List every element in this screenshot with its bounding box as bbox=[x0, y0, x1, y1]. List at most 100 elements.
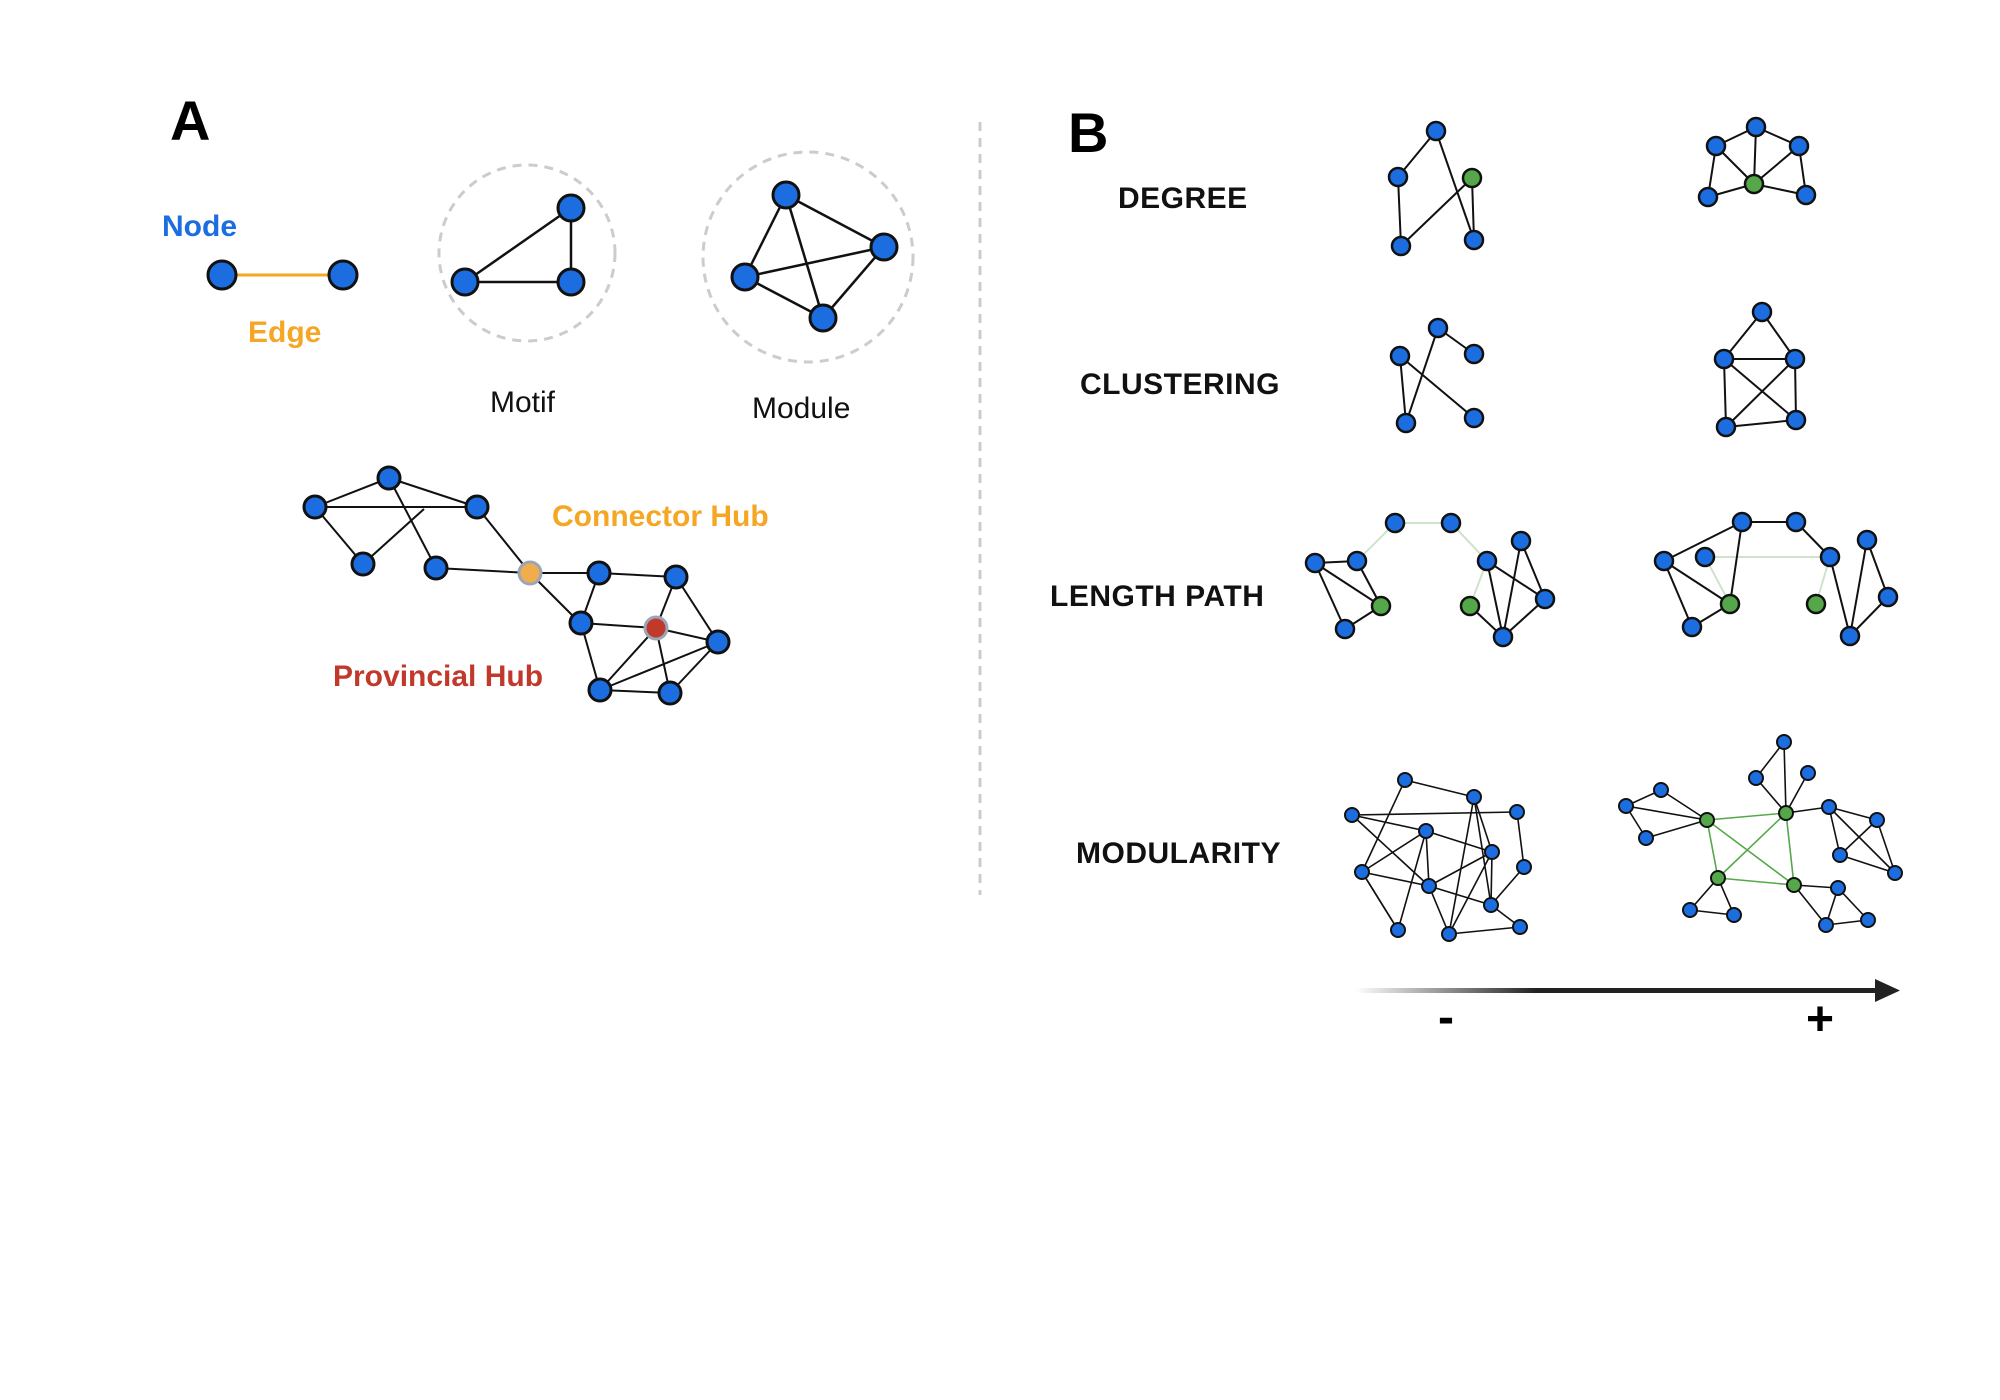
node bbox=[1726, 907, 1742, 923]
node bbox=[586, 560, 612, 586]
module-graph bbox=[701, 150, 915, 364]
node bbox=[1387, 166, 1409, 188]
node bbox=[1389, 345, 1411, 367]
node bbox=[1818, 917, 1834, 933]
node bbox=[464, 494, 490, 520]
degree-low-graph bbox=[1387, 120, 1485, 257]
node bbox=[1334, 618, 1356, 640]
node bbox=[376, 465, 402, 491]
node bbox=[556, 193, 586, 223]
length-path-low-graph bbox=[1304, 512, 1556, 648]
node bbox=[1509, 804, 1525, 820]
node bbox=[1421, 878, 1437, 894]
hub-node bbox=[1699, 812, 1715, 828]
panel-a-label: A bbox=[170, 89, 211, 152]
metric-degree-label: DEGREE bbox=[1118, 182, 1248, 215]
clustering-high-graph bbox=[1713, 301, 1807, 438]
axis-minus-label: - bbox=[1438, 991, 1454, 1044]
node bbox=[1354, 864, 1370, 880]
node-label: Node bbox=[162, 210, 237, 243]
node bbox=[1819, 546, 1841, 568]
modularity-high-graph bbox=[1618, 734, 1903, 933]
node bbox=[1731, 511, 1753, 533]
gradient-axis-arrow bbox=[1355, 979, 1900, 1002]
node bbox=[1830, 880, 1846, 896]
node bbox=[1832, 847, 1848, 863]
motif-graph bbox=[437, 163, 617, 343]
node bbox=[705, 629, 731, 655]
connector-hub-node bbox=[517, 560, 543, 586]
node bbox=[1534, 588, 1556, 610]
node bbox=[869, 232, 899, 262]
node bbox=[1856, 529, 1878, 551]
node bbox=[771, 180, 801, 210]
node bbox=[423, 555, 449, 581]
node bbox=[1440, 512, 1462, 534]
node bbox=[568, 610, 594, 636]
node bbox=[1697, 186, 1719, 208]
hub-node bbox=[1805, 593, 1827, 615]
node-edge-example bbox=[206, 259, 359, 291]
node bbox=[1441, 926, 1457, 942]
node bbox=[1694, 546, 1716, 568]
node bbox=[1476, 550, 1498, 572]
hub-network bbox=[302, 465, 731, 706]
node bbox=[1860, 912, 1876, 928]
node bbox=[1466, 789, 1482, 805]
node bbox=[1788, 135, 1810, 157]
metric-clustering-label: CLUSTERING bbox=[1080, 368, 1280, 401]
hub-node bbox=[1461, 167, 1483, 189]
node bbox=[1390, 922, 1406, 938]
panel-b-label: B bbox=[1068, 101, 1109, 164]
hub-node bbox=[1786, 877, 1802, 893]
node bbox=[808, 303, 838, 333]
node bbox=[327, 259, 359, 291]
node bbox=[1653, 782, 1669, 798]
node bbox=[556, 267, 586, 297]
node bbox=[450, 267, 480, 297]
node bbox=[1463, 229, 1485, 251]
node bbox=[1395, 412, 1417, 434]
node bbox=[1751, 301, 1773, 323]
axis-plus-label: + bbox=[1806, 993, 1835, 1046]
node bbox=[1512, 919, 1528, 935]
node bbox=[1745, 116, 1767, 138]
node bbox=[1877, 586, 1899, 608]
hub-node bbox=[1778, 805, 1794, 821]
node bbox=[1344, 807, 1360, 823]
provincial-hub-node bbox=[643, 615, 669, 641]
node bbox=[1785, 511, 1807, 533]
edge-label: Edge bbox=[248, 316, 322, 349]
node bbox=[1784, 348, 1806, 370]
node bbox=[1346, 550, 1368, 572]
length-path-high-graph bbox=[1653, 511, 1899, 647]
node bbox=[206, 259, 238, 291]
metric-modularity-label: MODULARITY bbox=[1076, 837, 1281, 870]
node bbox=[1463, 343, 1485, 365]
node bbox=[1887, 865, 1903, 881]
hub-node bbox=[1743, 173, 1765, 195]
provincial-hub-label: Provincial Hub bbox=[333, 660, 544, 693]
node bbox=[657, 680, 683, 706]
module-label: Module bbox=[752, 392, 851, 425]
node bbox=[730, 262, 760, 292]
node bbox=[1384, 512, 1406, 534]
modularity-low-graph bbox=[1344, 772, 1532, 942]
node bbox=[1713, 348, 1735, 370]
node bbox=[1776, 734, 1792, 750]
node bbox=[587, 677, 613, 703]
node bbox=[1483, 897, 1499, 913]
node bbox=[1795, 184, 1817, 206]
node bbox=[1484, 844, 1500, 860]
hub-node bbox=[1370, 595, 1392, 617]
degree-high-graph bbox=[1697, 116, 1817, 208]
node bbox=[1800, 765, 1816, 781]
hub-node bbox=[1710, 870, 1726, 886]
node bbox=[1653, 550, 1675, 572]
node bbox=[1492, 626, 1514, 648]
node bbox=[663, 564, 689, 590]
node bbox=[1638, 830, 1654, 846]
node bbox=[1785, 409, 1807, 431]
metric-length-path-label: LENGTH PATH bbox=[1050, 580, 1265, 613]
